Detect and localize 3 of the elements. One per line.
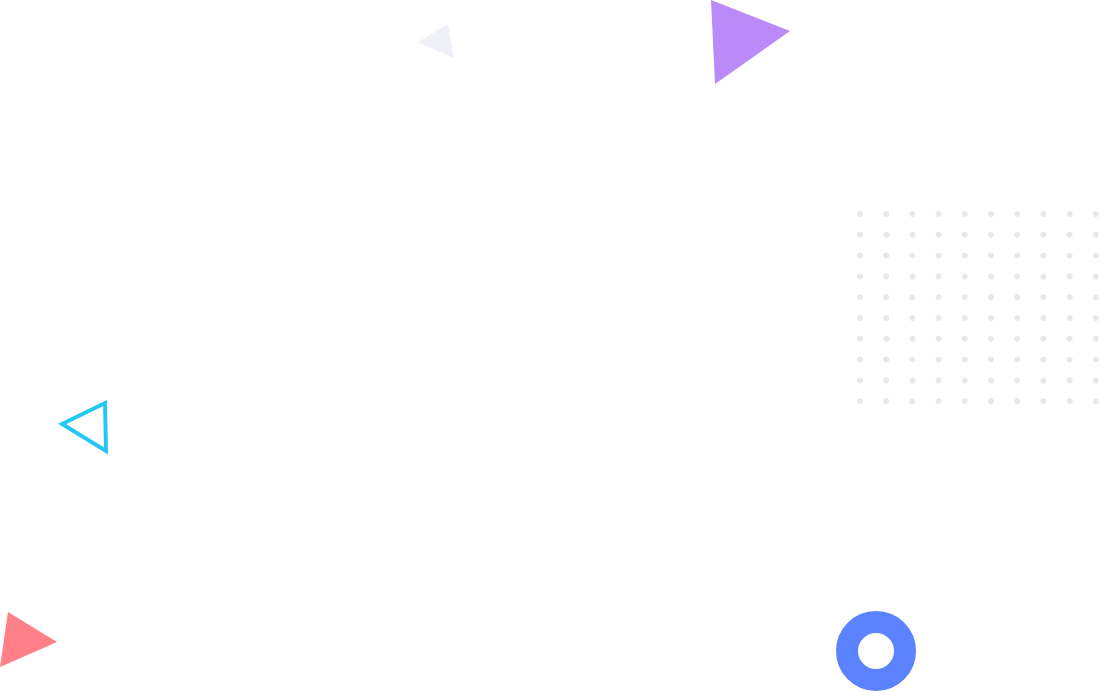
triangle-shape (711, 0, 790, 84)
ring-shape (836, 611, 917, 691)
triangle-shape (0, 612, 57, 667)
